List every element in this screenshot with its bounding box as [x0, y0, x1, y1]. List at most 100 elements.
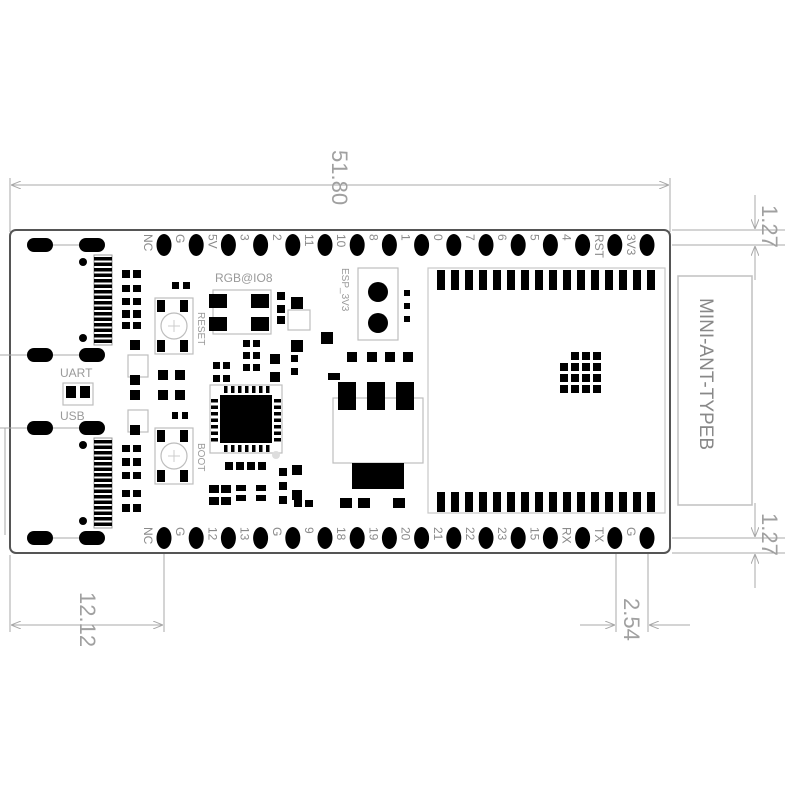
pin-label-bottom: TX — [592, 527, 606, 542]
smd-pad — [253, 364, 260, 371]
module-ground-pad — [593, 374, 601, 382]
module-ground-pad — [571, 352, 579, 360]
module-ground-pad — [593, 352, 601, 360]
pin-label-bottom: 12 — [205, 527, 219, 541]
smd-pad — [253, 352, 260, 359]
pin-label-top: 2 — [270, 234, 284, 241]
smd-pad — [133, 504, 141, 512]
dimension-bottom-margin: 1.27 — [672, 503, 785, 588]
pin-label-bottom: 21 — [431, 527, 445, 541]
smd-pad — [133, 285, 141, 292]
smd-pad — [122, 285, 130, 292]
module-ground-pad — [560, 385, 568, 393]
smd-pad — [122, 270, 130, 278]
module-pad — [577, 270, 585, 290]
top-margin-text: 1.27 — [757, 205, 782, 248]
smd-pad — [403, 352, 413, 362]
smd-pad — [122, 490, 130, 497]
pin-label-top: 4 — [560, 234, 574, 241]
pin-pad-top — [542, 234, 558, 256]
pin-label-top: 5 — [527, 234, 541, 241]
dimension-board-length: 51.80 — [9, 150, 671, 232]
smd-pad — [279, 468, 287, 476]
smd-pad — [182, 412, 188, 419]
pin-label-bottom: 23 — [495, 527, 509, 541]
smd-pad — [133, 270, 141, 278]
smd-pad — [133, 310, 141, 318]
smd-pad — [209, 497, 219, 505]
pin-pad-top — [253, 234, 269, 256]
smd-pad — [180, 340, 188, 352]
smd-pad — [133, 322, 141, 329]
smd-pad — [157, 340, 165, 352]
pin-label-top: G — [173, 234, 187, 243]
pin-pad-top — [188, 234, 204, 256]
pin-pad-top — [156, 234, 172, 256]
pin-pad-top — [414, 234, 430, 256]
smd-pad — [223, 362, 230, 369]
module-pad — [521, 270, 529, 290]
module-pad — [563, 492, 571, 512]
pin-label-top: 8 — [366, 234, 380, 241]
module-ground-pad — [560, 363, 568, 371]
smd-pad — [213, 362, 220, 369]
smd-pad — [225, 462, 233, 470]
smd-pad — [158, 390, 168, 400]
pin-pad-top — [510, 234, 526, 256]
smd-pad — [236, 495, 246, 501]
module-pad — [493, 270, 501, 290]
module-pad — [633, 270, 641, 290]
module-pad — [479, 492, 487, 512]
module-pad — [451, 492, 459, 512]
connector-pad — [79, 348, 105, 362]
smd-pad — [393, 498, 405, 508]
smd-pad — [291, 355, 298, 362]
smd-pad — [133, 458, 141, 466]
smd-pad — [277, 316, 285, 324]
smd-pad — [209, 294, 227, 308]
pin-label-top: NC — [141, 234, 155, 252]
pin-label-top: 11 — [302, 234, 316, 247]
module-pad — [507, 492, 515, 512]
pin-pad-bottom — [639, 527, 655, 549]
usb-connectors — [0, 238, 113, 545]
esp-module — [427, 267, 666, 514]
pin-label-top: RST — [592, 234, 606, 259]
pin-pad-bottom — [510, 527, 526, 549]
pin-pad-bottom — [607, 527, 623, 549]
smd-pad — [243, 352, 250, 359]
smd-pad — [172, 282, 179, 289]
module-pad — [535, 270, 543, 290]
smd-pad — [270, 372, 280, 382]
pin-pad-top — [607, 234, 623, 256]
pin-pad-bottom — [478, 527, 494, 549]
module-pad — [465, 270, 473, 290]
smd-pad — [158, 370, 168, 380]
smd-pad — [122, 322, 130, 329]
module-pad — [451, 270, 459, 290]
smd-pad — [180, 300, 188, 312]
pin-label-bottom: 9 — [302, 527, 316, 534]
reset-label: RESET — [195, 312, 206, 345]
smd-pad — [292, 465, 302, 475]
module-pad — [605, 492, 613, 512]
rgb-label: RGB@IO8 — [215, 271, 273, 285]
module-pad — [437, 492, 445, 512]
pin-pad-bottom — [220, 527, 236, 549]
pin-label-bottom: G — [270, 527, 284, 536]
smd-pad — [358, 498, 370, 508]
smd-pad — [291, 368, 298, 375]
pin-label-top: 3 — [238, 234, 252, 241]
module-ground-pad — [582, 385, 590, 393]
pin-pad-bottom — [414, 527, 430, 549]
pin-label-bottom: 18 — [334, 527, 348, 541]
module-pad — [507, 270, 515, 290]
pin-pad-top — [220, 234, 236, 256]
smd-pad — [122, 504, 130, 512]
bottom-margin-text: 1.27 — [757, 513, 782, 556]
boot-label: BOOT — [195, 443, 206, 471]
pin-pad-top — [381, 234, 397, 256]
pin-pad-bottom — [542, 527, 558, 549]
smd-pad — [209, 317, 227, 331]
